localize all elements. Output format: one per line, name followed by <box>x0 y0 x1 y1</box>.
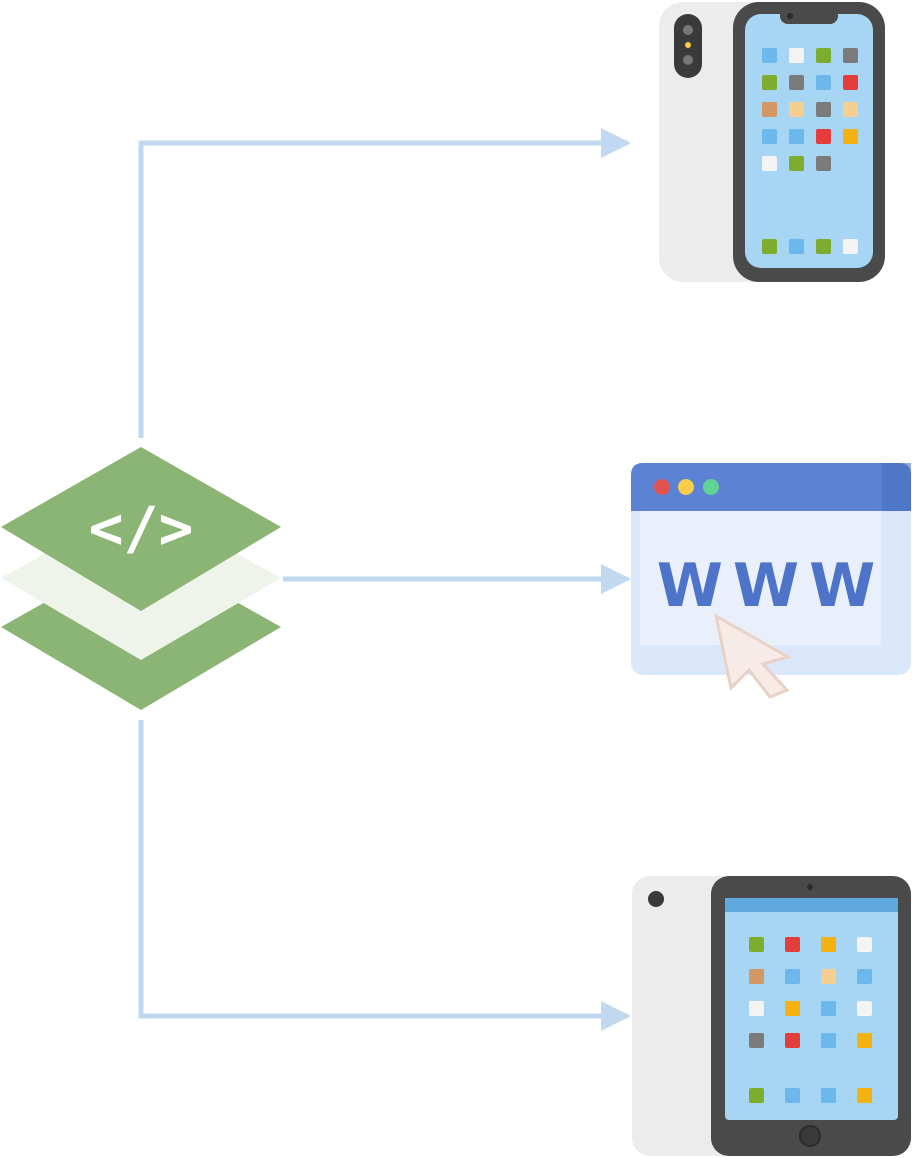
app-icon <box>785 937 800 952</box>
app-icon <box>821 937 836 952</box>
app-icon <box>816 48 831 63</box>
app-icon <box>749 969 764 984</box>
phone-notch <box>780 8 838 24</box>
tablet-status-bar <box>725 898 898 912</box>
app-icon <box>821 1001 836 1016</box>
app-icon <box>785 969 800 984</box>
app-icon <box>789 156 804 171</box>
app-icon <box>762 156 777 171</box>
tablet-icon <box>632 876 911 1156</box>
tablet-front-camera <box>807 884 813 890</box>
app-icon <box>762 75 777 90</box>
phone-camera-lens <box>683 25 693 35</box>
app-icon <box>821 969 836 984</box>
app-icon <box>789 129 804 144</box>
app-icon <box>762 102 777 117</box>
dock-app-icon <box>821 1088 836 1103</box>
dock-app-icon <box>785 1088 800 1103</box>
app-icon <box>821 1033 836 1048</box>
dock-app-icon <box>857 1088 872 1103</box>
app-icon <box>816 75 831 90</box>
www-label: WWW <box>657 551 886 621</box>
app-icon <box>762 129 777 144</box>
layer-top <box>1 447 281 611</box>
code-glyph: </> <box>89 494 194 562</box>
phone-dock <box>762 239 858 254</box>
browser-content <box>640 511 881 645</box>
phone-camera-flash <box>685 42 691 48</box>
cursor-arrow-icon <box>713 613 792 699</box>
app-icon <box>857 1033 872 1048</box>
dock-app-icon <box>749 1088 764 1103</box>
code-layers-icon: </> <box>1 447 281 710</box>
connector-to-phone <box>138 128 631 438</box>
tablet-screen <box>725 898 898 1120</box>
app-icon <box>857 1001 872 1016</box>
dock-app-icon <box>816 239 831 254</box>
app-icon <box>785 1001 800 1016</box>
browser-dot-yellow <box>678 479 694 495</box>
browser-dot-red <box>654 479 670 495</box>
tablet-rear-camera <box>648 891 664 907</box>
app-icon <box>843 75 858 90</box>
app-icon <box>857 937 872 952</box>
connector-to-tablet <box>138 720 631 1031</box>
phone-app-grid <box>762 48 858 171</box>
browser-dot-green <box>703 479 719 495</box>
phone-front-camera <box>787 13 793 19</box>
tablet-dock <box>749 1088 872 1103</box>
dock-app-icon <box>789 239 804 254</box>
app-icon <box>857 969 872 984</box>
app-icon <box>843 102 858 117</box>
app-icon <box>789 48 804 63</box>
connectors <box>138 128 631 1031</box>
smartphone-icon <box>659 2 885 282</box>
web-browser-icon: WWW <box>631 463 911 699</box>
app-icon <box>762 48 777 63</box>
dock-app-icon <box>762 239 777 254</box>
app-icon <box>785 1033 800 1048</box>
app-icon <box>789 102 804 117</box>
app-icon <box>789 75 804 90</box>
app-icon <box>749 937 764 952</box>
app-icon <box>749 1001 764 1016</box>
app-icon <box>843 129 858 144</box>
browser-toolbar <box>631 463 911 511</box>
phone-camera-lens-2 <box>683 55 693 65</box>
tablet-app-grid <box>749 937 872 1048</box>
tablet-home-button <box>799 1125 821 1147</box>
app-icon <box>843 48 858 63</box>
app-icon <box>816 129 831 144</box>
dock-app-icon <box>843 239 858 254</box>
app-icon <box>749 1033 764 1048</box>
app-icon <box>816 156 831 171</box>
browser-toolbar-right <box>882 463 911 511</box>
app-icon <box>816 102 831 117</box>
